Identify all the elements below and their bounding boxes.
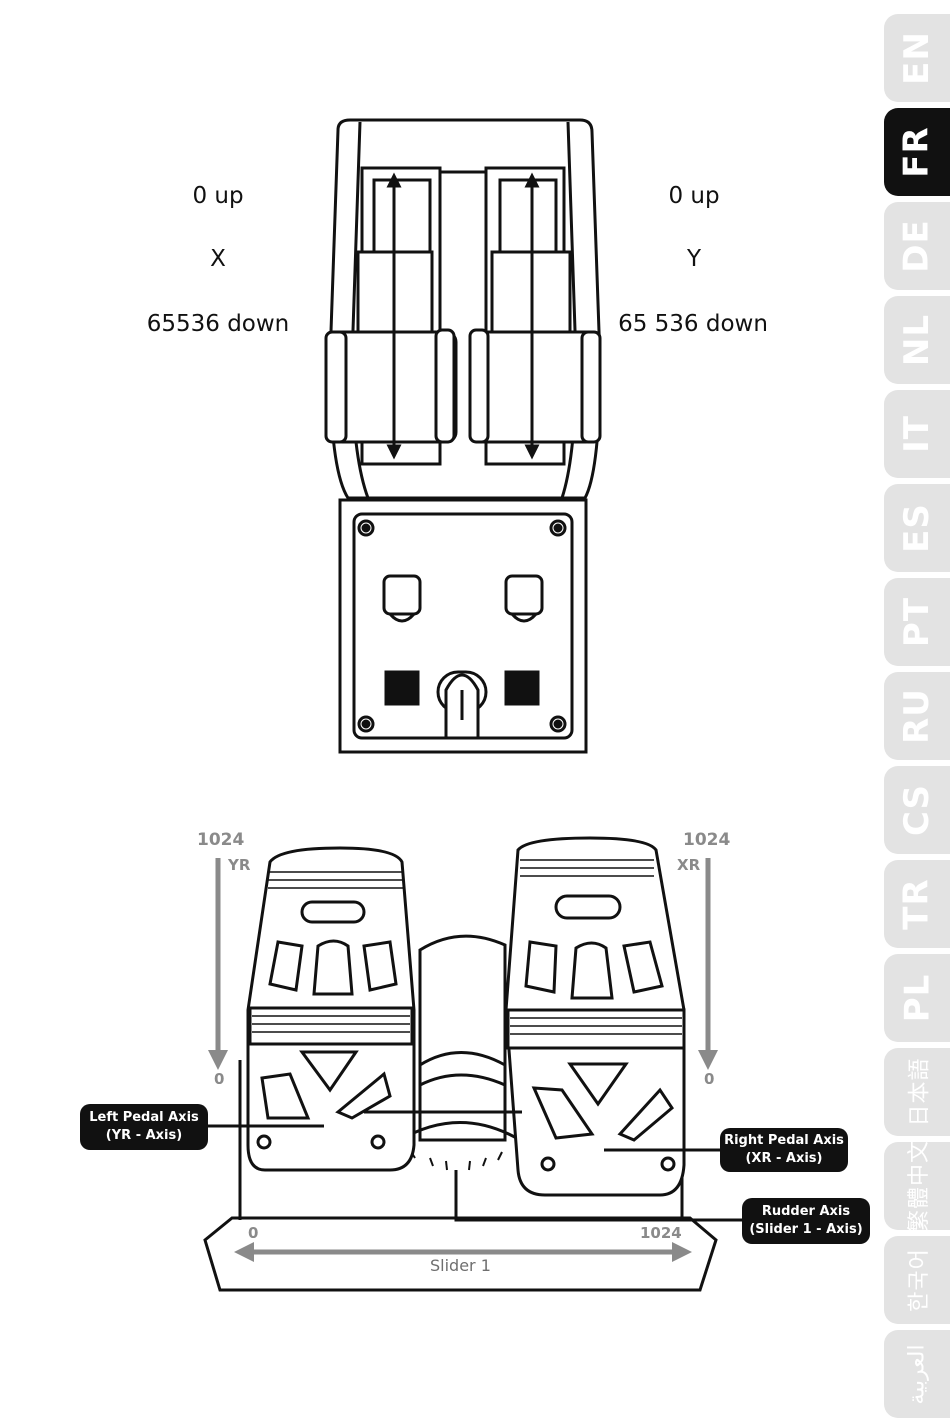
- slider-max-label: 1024: [640, 1224, 682, 1242]
- right-callout-line2: (XR - Axis): [720, 1150, 848, 1168]
- left-pedal-axis-name: YR: [228, 856, 250, 874]
- right-pedal-axis-callout: Right Pedal Axis (XR - Axis): [720, 1128, 848, 1172]
- left-callout-line1: Left Pedal Axis: [80, 1109, 208, 1127]
- slider-min-label: 0: [248, 1224, 258, 1242]
- left-pedal-max-label: 1024: [197, 830, 244, 850]
- right-pedal-min-label: 0: [704, 1070, 714, 1088]
- slider-axis-label: Slider 1: [430, 1256, 491, 1275]
- right-pedal-axis-name: XR: [677, 856, 700, 874]
- right-callout-line1: Right Pedal Axis: [720, 1132, 848, 1150]
- rudder-callout-line2: (Slider 1 - Axis): [742, 1221, 870, 1239]
- left-pedal-min-label: 0: [214, 1070, 224, 1088]
- rudder-axis-callout: Rudder Axis (Slider 1 - Axis): [742, 1198, 870, 1244]
- left-pedal-axis-callout: Left Pedal Axis (YR - Axis): [80, 1104, 208, 1150]
- right-pedal-max-label: 1024: [683, 830, 730, 850]
- rudder-callout-line1: Rudder Axis: [742, 1203, 870, 1221]
- left-callout-line2: (YR - Axis): [80, 1127, 208, 1145]
